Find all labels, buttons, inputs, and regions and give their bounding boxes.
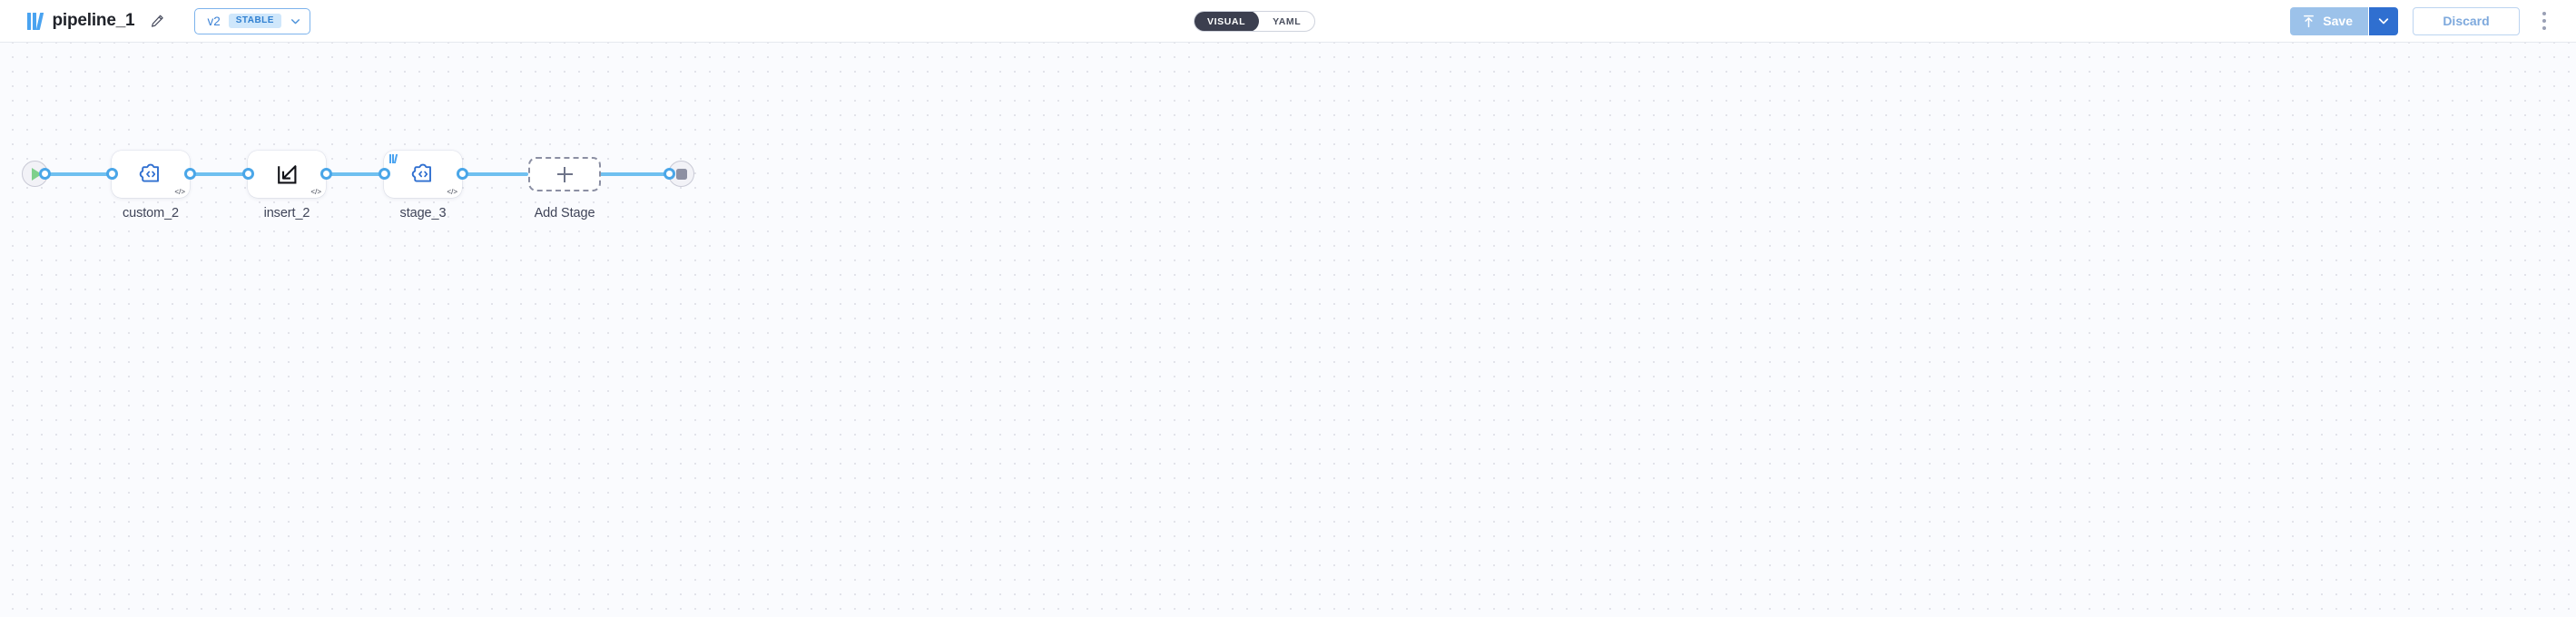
chevron-down-icon	[290, 18, 300, 24]
node-label-insert-2: insert_2	[263, 206, 310, 220]
node-label-stage-3: stage_3	[399, 206, 447, 220]
save-button-group: Save	[2290, 6, 2398, 35]
code-badge: </>	[310, 188, 321, 196]
kebab-dot-1	[2542, 11, 2547, 16]
logo-bar-2	[33, 13, 36, 30]
tab-visual[interactable]: VISUAL	[1195, 12, 1260, 31]
kebab-dot-2	[2542, 18, 2547, 24]
header-actions-group: Save Discard	[2290, 6, 2556, 35]
edge-addstage-to-end	[586, 172, 670, 176]
save-button-label: Save	[2323, 14, 2353, 28]
node-insert-2[interactable]: </>	[248, 151, 326, 198]
port-start-output[interactable]	[39, 168, 51, 180]
header-left-group: pipeline_1 v2 STABLE	[27, 7, 310, 34]
pipeline-brand-logo-icon	[27, 12, 44, 30]
edge-insert2-to-stage3	[314, 172, 392, 176]
save-button[interactable]: Save	[2290, 6, 2368, 35]
puzzle-code-icon	[411, 163, 431, 182]
logo-bar-3	[393, 154, 398, 163]
node-custom-2[interactable]: </>	[112, 151, 190, 198]
save-dropdown-button[interactable]	[2368, 6, 2398, 35]
pencil-icon[interactable]	[147, 11, 167, 31]
port-stage3-input[interactable]	[379, 168, 390, 180]
logo-bar-3	[35, 13, 44, 30]
code-badge: </>	[447, 188, 457, 196]
version-label: v2	[207, 14, 221, 28]
puzzle-code-icon	[139, 163, 159, 182]
port-custom2-input[interactable]	[106, 168, 118, 180]
port-custom2-output[interactable]	[184, 168, 196, 180]
chevron-down-icon	[2378, 18, 2389, 24]
code-badge: </>	[174, 188, 185, 196]
edge-stage3-to-addstage	[450, 172, 528, 176]
kebab-menu-icon[interactable]	[2532, 7, 2556, 34]
port-insert2-input[interactable]	[242, 168, 254, 180]
port-insert2-output[interactable]	[320, 168, 332, 180]
pipeline-graph: </> custom_2 </> insert_2	[0, 43, 1325, 279]
plus-icon-horizontal	[556, 173, 573, 175]
add-stage-label: Add Stage	[534, 206, 595, 220]
kebab-dot-3	[2542, 25, 2547, 31]
logo-bar-1	[389, 154, 391, 163]
stop-icon	[675, 168, 687, 180]
insert-arrow-icon	[277, 164, 296, 183]
logo-bar-1	[27, 13, 31, 30]
view-mode-toggle[interactable]: VISUAL YAML	[1194, 11, 1316, 32]
node-stage-3[interactable]: </>	[384, 151, 462, 198]
upload-icon	[2304, 15, 2315, 27]
status-badge: STABLE	[228, 14, 281, 28]
add-stage-button[interactable]	[528, 157, 601, 191]
pipeline-canvas[interactable]: </> custom_2 </> insert_2	[0, 43, 2576, 617]
tab-yaml[interactable]: YAML	[1273, 15, 1302, 27]
discard-button[interactable]: Discard	[2413, 6, 2520, 35]
edge-start-to-custom2	[42, 172, 120, 176]
port-end-input[interactable]	[664, 168, 675, 180]
play-icon	[31, 167, 42, 181]
pipeline-brand-logo-icon	[389, 154, 398, 163]
app-header: pipeline_1 v2 STABLE VISUAL YAML	[0, 0, 2576, 43]
pencil-icon-svg	[151, 15, 163, 27]
port-stage3-output[interactable]	[457, 168, 468, 180]
edge-custom2-to-insert2	[178, 172, 256, 176]
page-title: pipeline_1	[52, 11, 135, 30]
logo-bar-2	[391, 154, 394, 163]
version-selector[interactable]: v2 STABLE	[194, 7, 310, 34]
node-label-custom-2: custom_2	[122, 206, 180, 220]
